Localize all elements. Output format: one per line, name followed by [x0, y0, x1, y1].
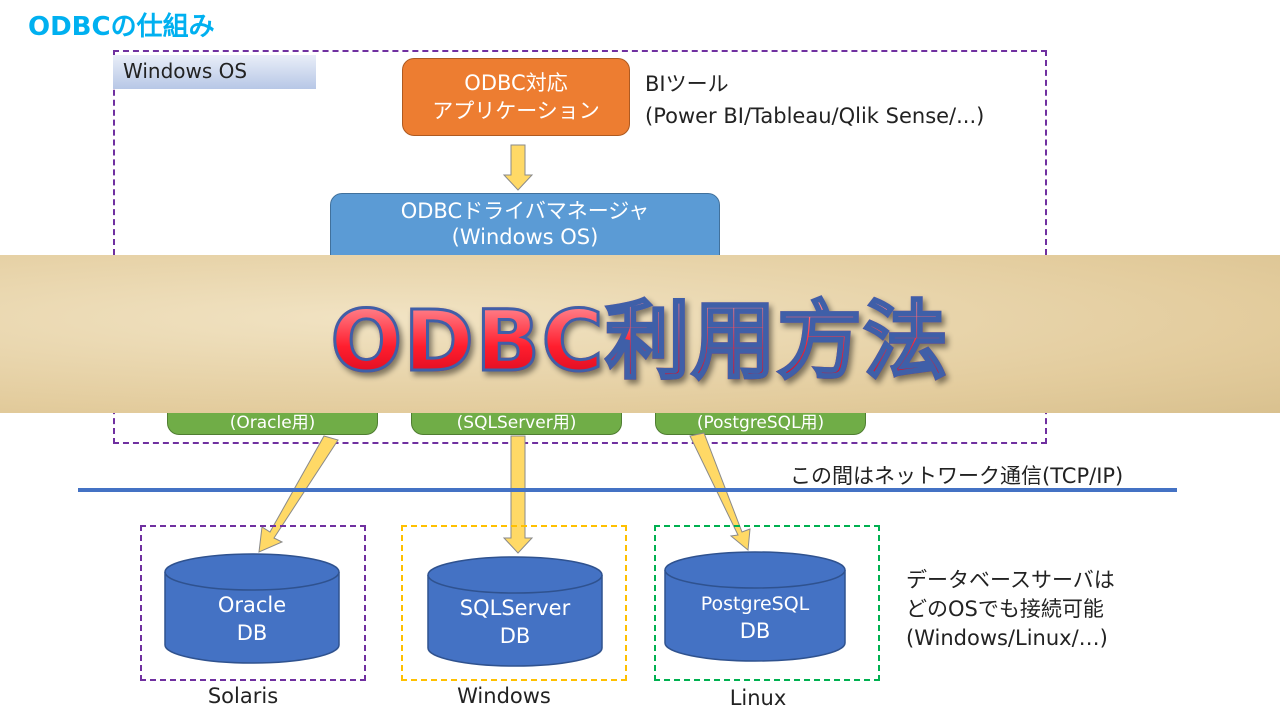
arrow-to-sqlserver: [502, 435, 534, 554]
driver-sub: (SQLServer用): [456, 413, 577, 433]
arrow-app-to-manager: [502, 144, 534, 191]
bi-tools-note: BIツール (Power BI/Tableau/Qlik Sense/...): [645, 68, 984, 132]
bi-line2: (Power BI/Tableau/Qlik Sense/...): [645, 104, 985, 128]
host-label-linux: Linux: [729, 686, 787, 710]
odbc-application-box: ODBC対応 アプリケーション: [402, 58, 630, 136]
postgresql-cylinder: [664, 570, 846, 662]
network-note: この間はネットワーク通信(TCP/IP): [790, 464, 1124, 488]
oracle-db-line2: DB: [237, 621, 268, 645]
app-line1: ODBC対応: [464, 71, 568, 95]
driver-sub: (Oracle用): [229, 413, 316, 433]
title-banner: ODBC利用方法: [0, 255, 1280, 413]
app-line2: アプリケーション: [432, 99, 600, 123]
dm-line2: (Windows OS): [451, 225, 599, 249]
oracle-cylinder: [164, 572, 340, 664]
windows-os-label: Windows OS: [113, 55, 316, 89]
windows-os-boundary: [113, 50, 1047, 444]
sqlserver-cylinder: [427, 575, 603, 667]
sqlserver-db-line2: DB: [500, 624, 531, 648]
network-line: [78, 488, 1177, 492]
postgresql-db-line2: DB: [740, 619, 771, 643]
solaris-host-boundary: [140, 525, 366, 681]
host-label-solaris: Solaris: [207, 684, 279, 708]
db-server-note: データベースサーバは どのOSでも接続可能 (Windows/Linux/…): [906, 566, 1115, 653]
db-note-line3: (Windows/Linux/…): [906, 626, 1108, 650]
bi-line1: BIツール: [645, 72, 729, 96]
banner-title: ODBC利用方法: [329, 274, 950, 395]
sqlserver-db-line1: SQLServer: [460, 596, 571, 620]
arrow-to-oracle: [258, 435, 339, 553]
slide-title: ODBCの仕組み: [28, 12, 215, 42]
postgresql-db-line1: PostgreSQL: [701, 593, 810, 615]
database-cylinders: [164, 551, 846, 667]
windows-host-boundary: [401, 525, 627, 681]
db-note-line1: データベースサーバは: [906, 568, 1115, 592]
host-label-windows: Windows: [457, 684, 551, 708]
db-note-line2: どのOSでも接続可能: [906, 597, 1104, 621]
dm-line1: ODBCドライバマネージャ: [400, 199, 650, 223]
oracle-db-line1: Oracle: [218, 593, 286, 617]
driver-sub: (PostgreSQL用): [696, 413, 825, 433]
linux-host-boundary: [654, 525, 880, 681]
